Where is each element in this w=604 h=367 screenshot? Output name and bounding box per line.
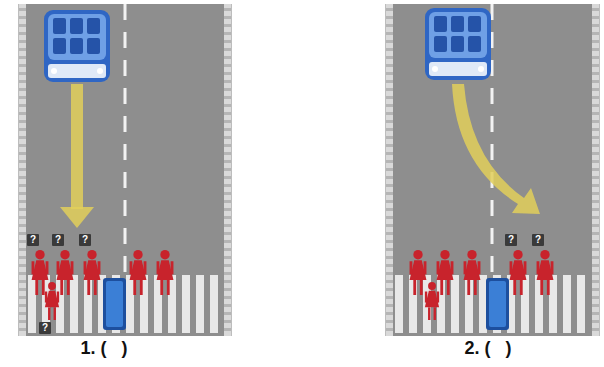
crosswalk-stripe xyxy=(70,275,78,333)
crosswalk-stripe xyxy=(563,275,571,333)
pedestrian xyxy=(537,250,554,295)
crosswalk-stripe xyxy=(196,275,204,333)
barrier-face xyxy=(106,281,123,327)
barrier-block xyxy=(103,278,126,330)
pedestrians xyxy=(32,250,554,320)
option-label: 1. ( ) xyxy=(80,338,127,359)
road-right xyxy=(385,4,600,336)
vehicles xyxy=(44,8,491,82)
crosswalk-stripe xyxy=(210,275,218,333)
crosswalk-stripe xyxy=(28,275,36,333)
crosswalk-stripe xyxy=(479,275,487,333)
barrier-block xyxy=(486,278,509,330)
crosswalk-stripe xyxy=(451,275,459,333)
road-left xyxy=(18,4,232,336)
question-mark: ? xyxy=(508,235,514,245)
question-box: ? xyxy=(79,234,91,246)
question-box: ? xyxy=(532,234,544,246)
crosswalk-stripe xyxy=(409,275,417,333)
pedestrian xyxy=(464,250,481,295)
crosswalk-stripe xyxy=(465,275,473,333)
barrier-face xyxy=(489,281,506,327)
pedestrian xyxy=(57,250,74,295)
crosswalk-stripe xyxy=(535,275,543,333)
pedestrian xyxy=(425,282,439,320)
crosswalks xyxy=(28,275,585,333)
question-box: ? xyxy=(505,234,517,246)
crosswalk-stripe xyxy=(395,275,403,333)
question-mark: ? xyxy=(82,235,88,245)
question-mark: ? xyxy=(30,235,36,245)
autonomous-car xyxy=(44,10,110,82)
pedestrian xyxy=(437,250,454,295)
pedestrian xyxy=(410,250,427,295)
crosswalk-stripe xyxy=(182,275,190,333)
crosswalk-stripe xyxy=(577,275,585,333)
pedestrian xyxy=(45,282,59,320)
question-box: ? xyxy=(39,322,51,334)
pedestrian xyxy=(130,250,147,295)
crosswalk-stripe xyxy=(140,275,148,333)
question-mark: ? xyxy=(55,235,61,245)
option-label: 2. ( ) xyxy=(464,338,511,359)
pedestrian xyxy=(32,250,49,295)
crosswalk-stripe xyxy=(549,275,557,333)
autonomous-car xyxy=(425,8,491,80)
crosswalk-stripe xyxy=(84,275,92,333)
pedestrian xyxy=(510,250,527,295)
question-mark: ? xyxy=(42,323,48,333)
question-box: ? xyxy=(52,234,64,246)
pedestrian xyxy=(84,250,101,295)
question-box: ? xyxy=(27,234,39,246)
pedestrian xyxy=(157,250,174,295)
crosswalk-stripe xyxy=(126,275,134,333)
path-arrows xyxy=(60,84,540,228)
question-mark: ? xyxy=(535,235,541,245)
